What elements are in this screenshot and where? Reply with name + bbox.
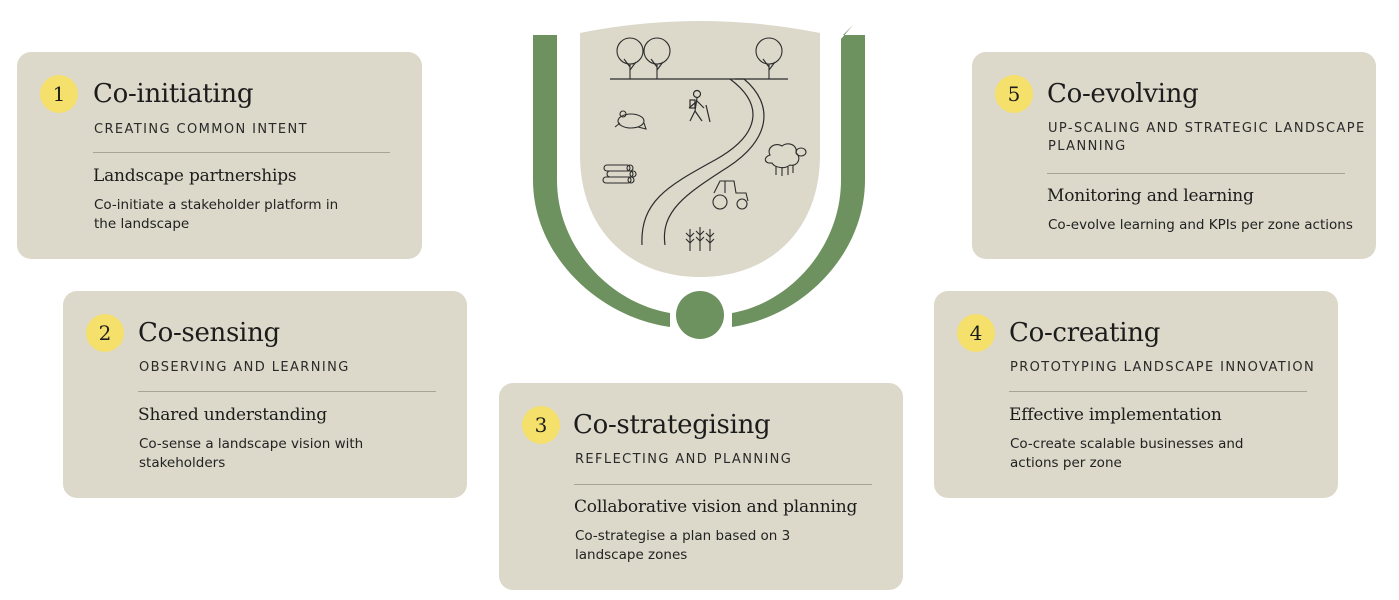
step-divider	[1047, 173, 1345, 174]
step-title: Co-initiating	[93, 79, 254, 109]
step-divider	[93, 152, 390, 153]
step-description: Co-create scalable businesses and action…	[1010, 436, 1244, 471]
step-description: Co-strategise a plan based on 3 landscap…	[575, 528, 791, 563]
frog-icon	[614, 110, 647, 130]
step-title: Co-strategising	[573, 410, 771, 440]
step-title: Co-creating	[1009, 318, 1161, 348]
step-description: Co-initiate a stakeholder platform in th…	[94, 197, 339, 232]
step-subtitle: UP-SCALING AND STRATEGIC LANDSCAPE PLANN…	[1048, 121, 1366, 154]
step-subtitle: OBSERVING AND LEARNING	[139, 360, 350, 375]
wheat-icon	[685, 227, 715, 251]
step-card-co-strategising: 3 Co-strategising REFLECTING AND PLANNIN…	[499, 383, 903, 590]
step-heading: Landscape partnerships	[93, 166, 297, 186]
step-number-badge: 4	[957, 314, 995, 352]
step-divider	[574, 484, 872, 485]
step-subtitle: REFLECTING AND PLANNING	[575, 452, 793, 467]
step-description: Co-evolve learning and KPIs per zone act…	[1048, 217, 1353, 233]
path-icon	[641, 78, 765, 246]
step-heading: Monitoring and learning	[1047, 186, 1254, 206]
landscape-crest	[533, 21, 865, 339]
sheep-icon	[764, 143, 807, 176]
step-heading: Effective implementation	[1009, 405, 1222, 425]
step-heading: Collaborative vision and planning	[574, 497, 858, 517]
tree-icon	[755, 37, 783, 79]
step-number-badge: 5	[995, 75, 1033, 113]
step-description: Co-sense a landscape vision with stakeho…	[139, 436, 364, 471]
cycle-dot	[676, 291, 724, 339]
hiker-icon	[688, 89, 711, 123]
step-divider	[1009, 391, 1307, 392]
cycle-arc-arrow	[732, 25, 865, 327]
step-card-co-creating: 4 Co-creating PROTOTYPING LANDSCAPE INNO…	[934, 291, 1338, 498]
tree-icon	[616, 37, 644, 79]
step-number-badge: 3	[522, 406, 560, 444]
step-card-co-initiating: 1 Co-initiating CREATING COMMON INTENT L…	[17, 52, 422, 259]
tree-icon	[643, 37, 671, 79]
step-heading: Shared understanding	[138, 405, 327, 425]
step-subtitle: CREATING COMMON INTENT	[94, 122, 308, 137]
step-title: Co-sensing	[138, 318, 280, 348]
step-number-badge: 2	[86, 314, 124, 352]
logs-icon	[602, 164, 637, 184]
step-divider	[138, 391, 436, 392]
step-card-co-evolving: 5 Co-evolving UP-SCALING AND STRATEGIC L…	[972, 52, 1376, 259]
step-number-badge: 1	[40, 75, 78, 113]
step-title: Co-evolving	[1047, 79, 1199, 109]
shield-shape	[580, 21, 820, 277]
step-subtitle: PROTOTYPING LANDSCAPE INNOVATION	[1010, 360, 1316, 375]
tractor-icon	[712, 180, 749, 210]
cycle-arc	[533, 35, 670, 327]
step-card-co-sensing: 2 Co-sensing OBSERVING AND LEARNING Shar…	[63, 291, 467, 498]
